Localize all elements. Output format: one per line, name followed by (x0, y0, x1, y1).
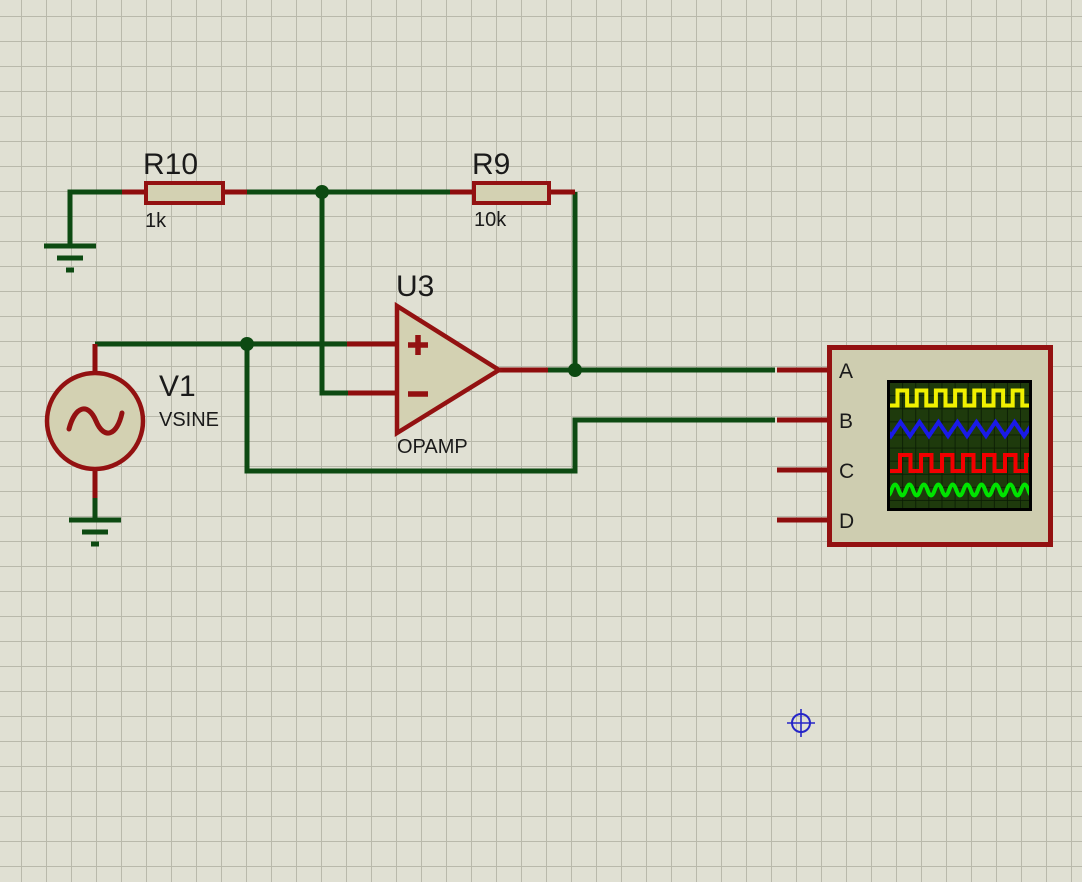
u3-triangle[interactable] (394, 301, 504, 438)
u3-plus-input-symbol (408, 335, 428, 355)
component-r9[interactable]: R9 10k (450, 148, 575, 231)
r9-value-label[interactable]: 10k (474, 209, 507, 231)
wires (67, 189, 775, 474)
origin-marker-cross (787, 709, 815, 737)
r9-ref-label[interactable]: R9 (472, 148, 510, 181)
wire-junction-to-inverting-input[interactable] (319, 192, 348, 396)
waveform-channel-A (890, 388, 1029, 408)
wire-input-to-scope-b[interactable] (244, 344, 775, 474)
component-u3-opamp[interactable]: U3 OPAMP (347, 270, 548, 458)
junction-dot-feedback (315, 185, 329, 199)
r9-body[interactable] (472, 181, 551, 205)
v1-ref-label[interactable]: V1 (159, 370, 196, 403)
component-r10[interactable]: R10 1k (122, 148, 247, 232)
scope-pin-label-d: D (839, 510, 854, 533)
ground-symbol-1[interactable] (44, 243, 96, 273)
r10-ref-label[interactable]: R10 (143, 148, 198, 181)
scope-pin-label-c: C (839, 460, 854, 483)
component-oscilloscope[interactable]: A B C D (777, 345, 1058, 547)
origin-marker (787, 709, 815, 737)
r10-value-label[interactable]: 1k (145, 210, 167, 232)
scope-waveforms (890, 388, 1029, 498)
u3-ref-label[interactable]: U3 (396, 270, 434, 303)
component-v1-vsine[interactable]: V1 VSINE (44, 344, 219, 498)
junction-dot-output (568, 363, 582, 377)
waveform-channel-B (890, 418, 1029, 440)
v1-value-label[interactable]: VSINE (159, 409, 219, 431)
wire-gnd1-to-r10[interactable] (67, 189, 122, 244)
ground-symbol-2[interactable] (69, 498, 121, 547)
waveform-channel-D (890, 482, 1029, 498)
r10-body[interactable] (144, 181, 225, 205)
junction-dot-input (240, 337, 254, 351)
v1-sine-symbol (66, 406, 125, 436)
scope-pin-label-a: A (839, 360, 853, 383)
waveform-channel-C (890, 453, 1029, 473)
scope-pin-label-b: B (839, 410, 853, 433)
u3-value-label[interactable]: OPAMP (397, 436, 468, 458)
